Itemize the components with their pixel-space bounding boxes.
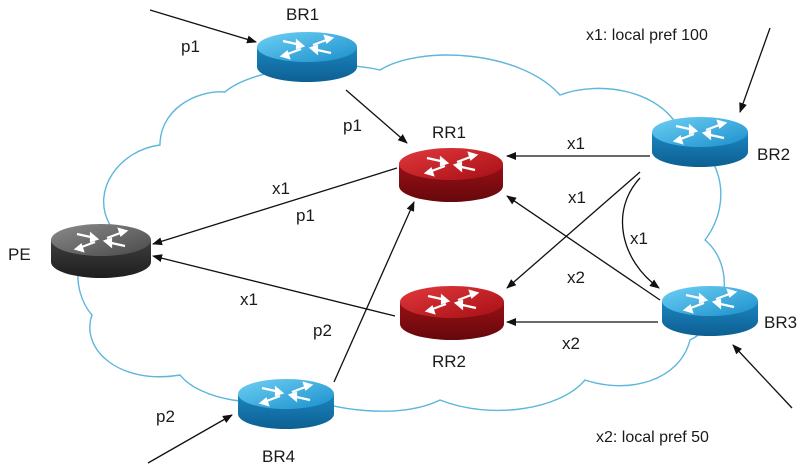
arrow-br2-br3	[621, 177, 660, 289]
label-rr2: RR2	[432, 352, 466, 371]
router-rr1	[399, 148, 503, 202]
label-br2: BR2	[757, 145, 790, 164]
label-br1: BR1	[286, 5, 319, 24]
arrow-rr2-pe	[152, 254, 396, 317]
arrow-x1-pref-input	[739, 27, 771, 113]
router-rr2	[400, 286, 504, 340]
label-br3: BR3	[764, 313, 797, 332]
arrow-br3-rr1	[506, 195, 661, 301]
edge-label-x1-rr2-pe: x1	[240, 290, 258, 309]
router-br1	[257, 32, 357, 82]
edge-label-p1-br1-rr1: p1	[343, 116, 362, 135]
arrow-br1-rr1	[345, 89, 408, 144]
edge-label-x1-br2-rr2: x1	[568, 188, 586, 207]
label-rr1: RR1	[432, 123, 466, 142]
annotation-x1-pref: x1: local pref 100	[586, 27, 708, 44]
edge-label-x1-rr1-pe: x1	[272, 179, 290, 198]
edge-label-x2-br3-rr1: x2	[567, 268, 585, 287]
edge-label-x1-br2-br3: x1	[630, 229, 648, 248]
router-br3	[662, 286, 758, 336]
router-pe	[51, 224, 151, 278]
router-br2	[652, 117, 748, 167]
edge-label-x2-br3-rr2: x2	[562, 334, 580, 353]
arrow-br4-rr1	[333, 201, 415, 383]
edge-label-p1-input: p1	[181, 37, 200, 56]
arrow-x2-pref-input	[732, 344, 793, 409]
arrow-p2-input	[147, 414, 233, 464]
label-br4: BR4	[262, 447, 295, 466]
router-br4	[238, 379, 334, 429]
network-cloud	[77, 54, 725, 412]
arrow-p1-input	[149, 9, 257, 44]
edge-label-x1-br2-rr1: x1	[567, 134, 585, 153]
arrow-rr1-pe	[152, 167, 398, 246]
label-pe: PE	[8, 245, 31, 264]
arrow-br2-rr2	[506, 171, 641, 289]
annotation-x2-pref: x2: local pref 50	[596, 429, 709, 446]
edge-label-p2-br4-rr1: p2	[313, 321, 332, 340]
edge-label-p1-rr1-pe: p1	[296, 206, 315, 225]
edge-label-p2-input: p2	[156, 407, 175, 426]
